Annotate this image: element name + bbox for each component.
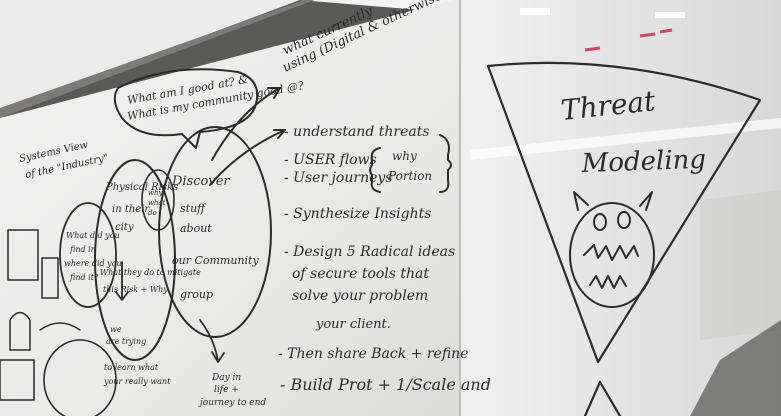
bottom-left-2: are trying bbox=[106, 337, 146, 346]
ceiling-light bbox=[520, 8, 550, 15]
mitigate-2: this Risk + Why bbox=[103, 285, 168, 294]
list-item: solve your problem bbox=[292, 288, 428, 304]
brace-right bbox=[439, 134, 452, 193]
brace bbox=[369, 147, 381, 193]
ceiling-light bbox=[655, 12, 685, 18]
bottom-center-1: Day in bbox=[211, 373, 241, 383]
reflection bbox=[470, 118, 781, 160]
list-item: of secure tools that bbox=[292, 266, 429, 282]
why-bubble-1: why bbox=[148, 189, 164, 197]
left-bubble-4: find it? bbox=[69, 273, 99, 282]
list-item: - Synthesize Insights bbox=[284, 206, 431, 222]
arrow-discover bbox=[209, 129, 286, 186]
bottom-left-bubble bbox=[43, 339, 117, 416]
discover-sub-4: group bbox=[180, 288, 213, 301]
discover-sub-3: our Community bbox=[172, 254, 259, 267]
red-mark bbox=[584, 46, 601, 52]
why-bubble bbox=[141, 169, 175, 231]
list-item: - Build Prot + 1/Scale and bbox=[280, 375, 491, 394]
red-mark bbox=[659, 28, 673, 34]
threat-title-2: Modeling bbox=[580, 145, 706, 179]
lower-shape bbox=[583, 380, 622, 416]
red-mark bbox=[639, 32, 656, 38]
bottom-center-3: journey to end bbox=[198, 398, 266, 408]
left-bubble-1: What did you bbox=[66, 231, 120, 240]
left-bubble-2: find in bbox=[69, 245, 96, 254]
list-item: - USER flows bbox=[284, 152, 377, 168]
physical-risks-circle bbox=[94, 159, 176, 361]
physical-risks-2: in their bbox=[112, 204, 150, 215]
sketch-figure bbox=[9, 311, 81, 351]
monster-icon bbox=[569, 191, 655, 308]
mitigate-1: What they do to mitigate bbox=[100, 268, 201, 277]
discover-circle bbox=[158, 126, 272, 338]
list-item: - understand threats bbox=[284, 124, 430, 140]
discover-label: Discover bbox=[171, 174, 230, 189]
arrow-down bbox=[199, 319, 225, 363]
physical-risks-3: city bbox=[115, 222, 134, 233]
why-portion-2: Portion bbox=[387, 169, 432, 183]
physical-risks-1: Physical Risks bbox=[105, 182, 178, 193]
bottom-left-1: we bbox=[110, 325, 122, 334]
why-bubble-2: what bbox=[148, 199, 166, 207]
bottom-left-4: your really want bbox=[103, 377, 171, 386]
threat-triangle bbox=[486, 61, 762, 364]
discover-sub-2: about bbox=[180, 222, 212, 235]
list-item: - User journeys bbox=[284, 170, 392, 186]
list-item: - Then share Back + refine bbox=[278, 346, 468, 362]
left-bubble bbox=[59, 202, 117, 308]
shadow bbox=[690, 320, 781, 416]
why-bubble-3: do bbox=[148, 209, 157, 217]
list-item: your client. bbox=[315, 317, 391, 332]
left-bubble-3: where did you bbox=[64, 259, 122, 268]
why-portion-1: why bbox=[392, 149, 417, 163]
sketch-box bbox=[0, 359, 35, 401]
list-item: - Design 5 Radical ideas bbox=[284, 244, 455, 260]
sketch-box bbox=[41, 257, 59, 299]
discover-sub-1: stuff bbox=[180, 202, 207, 215]
speech-bubble-top bbox=[113, 68, 259, 149]
bottom-left-3: to learn what bbox=[104, 363, 159, 372]
reflection-2 bbox=[700, 190, 781, 340]
arrow-up bbox=[211, 87, 281, 161]
arrow-down-2 bbox=[115, 261, 129, 301]
board-frame bbox=[0, 0, 315, 118]
sketch-box bbox=[7, 229, 39, 281]
bottom-center-2: life + bbox=[214, 385, 239, 395]
